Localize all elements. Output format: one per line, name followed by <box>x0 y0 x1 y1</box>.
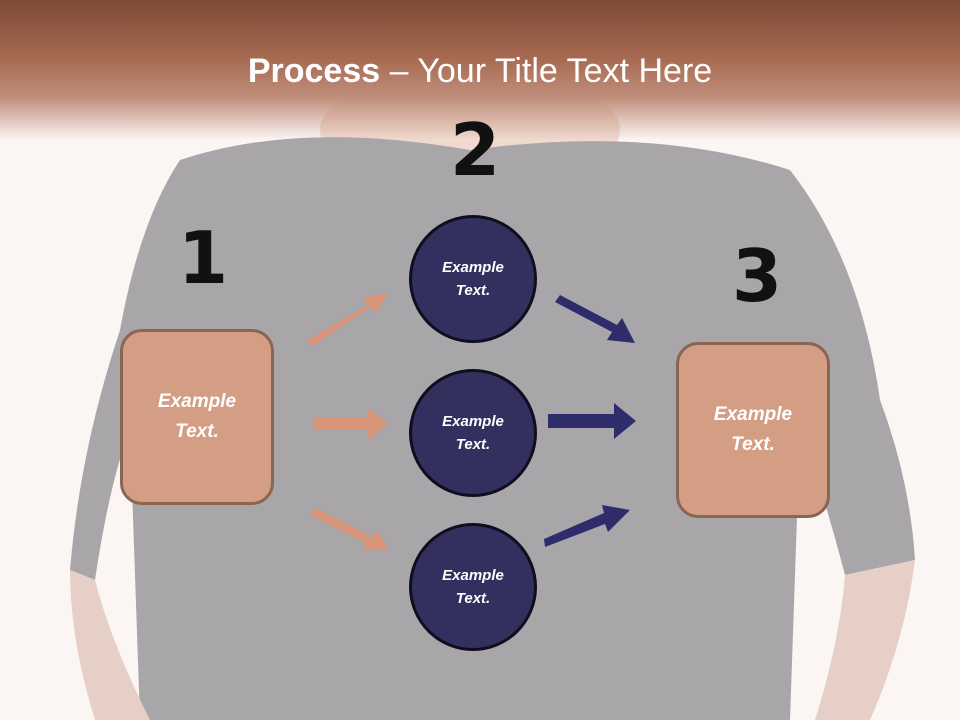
circle-bottom-text: Example Text. <box>442 567 504 607</box>
header-band <box>0 0 960 140</box>
step-number-2: 2 <box>450 108 501 192</box>
step-number-3: 3 <box>732 234 783 318</box>
arrow-right-up <box>555 295 635 343</box>
arrow-left-middle <box>314 408 388 440</box>
left-process-box: Example Text. <box>120 329 274 505</box>
step-number-1: 1 <box>178 216 229 300</box>
left-box-text: Example Text. <box>157 391 237 442</box>
title-rest: – Your Title Text Here <box>380 52 713 90</box>
slide-title: Process – Your Title Text Here <box>0 52 960 91</box>
right-process-box: Example Text. <box>676 342 830 518</box>
circle-top: Example Text. <box>409 215 537 343</box>
arrow-right-down <box>544 505 630 547</box>
circle-middle: Example Text. <box>409 369 537 497</box>
arrow-left-up <box>307 293 388 346</box>
title-bold: Process <box>247 52 381 90</box>
right-box-text: Example Text. <box>713 404 793 455</box>
circle-bottom: Example Text. <box>409 523 537 651</box>
arrow-left-down <box>310 508 389 550</box>
arrow-right-middle <box>548 403 636 439</box>
circle-middle-text: Example Text. <box>442 413 504 453</box>
circle-top-text: Example Text. <box>442 259 504 299</box>
